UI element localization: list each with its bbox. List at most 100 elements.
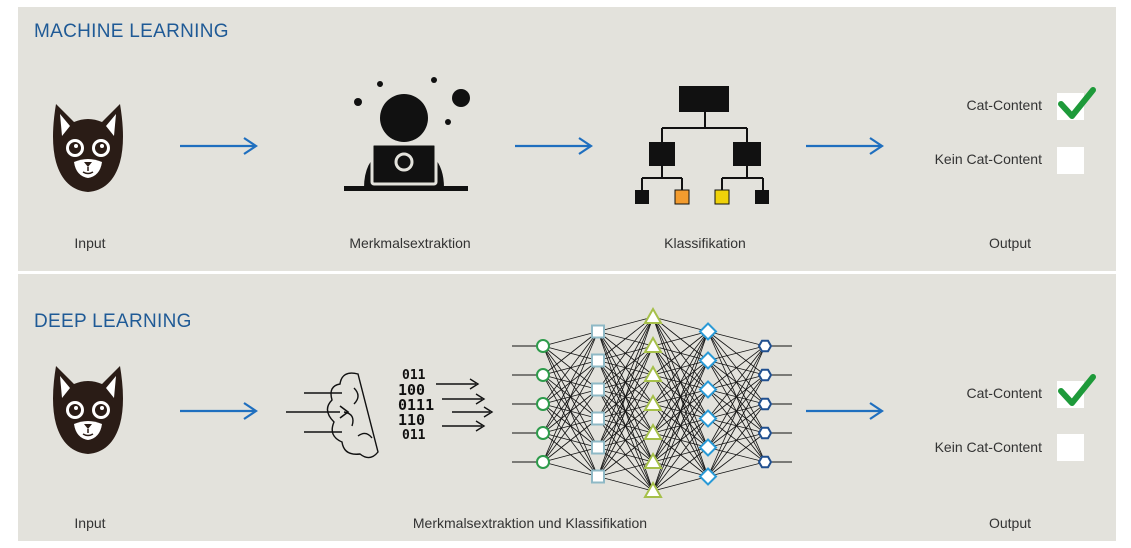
dl-output-negative-box bbox=[1057, 434, 1084, 461]
ml-output-label: Output bbox=[988, 235, 1032, 251]
ml-output-negative-box bbox=[1057, 147, 1084, 174]
checkmark-icon bbox=[1058, 87, 1096, 119]
network-connection bbox=[542, 360, 599, 463]
network-connection bbox=[597, 345, 654, 477]
network-node bbox=[698, 322, 718, 341]
cat-face-icon bbox=[53, 104, 123, 192]
network-node bbox=[757, 368, 773, 382]
network-node bbox=[757, 339, 773, 353]
network-node bbox=[643, 422, 663, 440]
cat-face-icon bbox=[53, 366, 123, 454]
network-node bbox=[536, 339, 550, 353]
network-connection bbox=[542, 389, 599, 463]
dl-input-label: Input bbox=[74, 515, 106, 531]
network-node bbox=[643, 335, 663, 353]
network-connection bbox=[652, 418, 709, 492]
network-connection bbox=[597, 316, 654, 477]
ml-features-label: Merkmalsextraktion bbox=[349, 235, 471, 251]
network-connection bbox=[597, 316, 654, 419]
network-connection bbox=[652, 331, 709, 405]
network-node bbox=[536, 455, 550, 469]
network-connection bbox=[597, 316, 654, 390]
decision-tree-icon bbox=[635, 86, 769, 205]
network-connection bbox=[542, 331, 599, 376]
binary-row: 011 bbox=[402, 368, 426, 383]
arrow-icon bbox=[806, 402, 884, 420]
network-node bbox=[643, 393, 663, 411]
network-connection bbox=[707, 432, 766, 477]
network-connection bbox=[652, 331, 709, 347]
network-connection bbox=[652, 360, 709, 492]
network-node bbox=[698, 438, 718, 457]
network-connection bbox=[597, 403, 654, 477]
binary-code-block: 011 100 0111 110 011 bbox=[398, 368, 468, 443]
network-connection bbox=[652, 331, 709, 376]
arrow-icon bbox=[180, 402, 258, 420]
ml-title: MACHINE LEARNING bbox=[34, 21, 229, 42]
network-node bbox=[591, 353, 605, 368]
binary-row: 110 bbox=[398, 411, 426, 429]
network-connection bbox=[542, 331, 599, 405]
network-connection bbox=[542, 331, 599, 434]
network-connection bbox=[652, 476, 709, 492]
network-node bbox=[591, 324, 605, 339]
network-connection bbox=[652, 316, 709, 332]
network-node bbox=[757, 426, 773, 440]
network-connection bbox=[652, 389, 709, 492]
network-connection bbox=[597, 316, 654, 361]
network-node bbox=[643, 364, 663, 382]
network-connection bbox=[707, 345, 766, 361]
network-connection bbox=[707, 461, 766, 477]
network-connection bbox=[597, 461, 654, 477]
network-node bbox=[536, 397, 550, 411]
ml-classification-label: Klassifikation bbox=[664, 235, 746, 251]
ml-output-positive-label: Cat-Content bbox=[966, 97, 1042, 113]
neural-network-icon bbox=[512, 306, 792, 498]
dl-title: DEEP LEARNING bbox=[34, 311, 192, 332]
network-connection bbox=[542, 447, 599, 463]
network-node bbox=[757, 455, 773, 469]
network-connection bbox=[707, 345, 766, 390]
binary-row: 100 bbox=[398, 381, 426, 399]
network-node bbox=[591, 382, 605, 397]
network-node bbox=[757, 397, 773, 411]
network-connection bbox=[597, 316, 654, 332]
network-connection bbox=[542, 461, 599, 477]
network-node bbox=[536, 368, 550, 382]
network-node bbox=[591, 411, 605, 426]
dl-output-negative-label: Kein Cat-Content bbox=[934, 439, 1042, 455]
network-node bbox=[591, 440, 605, 455]
person-laptop-icon bbox=[344, 77, 470, 191]
network-connection bbox=[597, 476, 654, 492]
arrow-icon bbox=[180, 137, 258, 155]
ml-output-negative-label: Kein Cat-Content bbox=[934, 151, 1042, 167]
brain-binary-icon bbox=[286, 372, 494, 459]
network-connection bbox=[652, 447, 709, 492]
network-node bbox=[591, 469, 605, 484]
arrow-icon bbox=[515, 137, 593, 155]
binary-row: 011 bbox=[402, 428, 426, 443]
network-connection bbox=[707, 403, 766, 477]
network-connection bbox=[652, 331, 709, 463]
network-connection bbox=[707, 345, 766, 448]
network-connection bbox=[597, 316, 654, 448]
network-node bbox=[698, 467, 718, 486]
network-connection bbox=[707, 374, 766, 477]
network-connection bbox=[707, 345, 766, 419]
network-node bbox=[643, 480, 663, 498]
network-node bbox=[643, 306, 663, 324]
network-connection bbox=[707, 331, 766, 347]
network-connection bbox=[652, 331, 709, 492]
network-connection bbox=[652, 331, 709, 434]
network-node bbox=[698, 380, 718, 399]
network-connection bbox=[597, 432, 654, 477]
network-connection bbox=[707, 345, 766, 477]
checkmark-icon bbox=[1058, 374, 1096, 406]
network-connection bbox=[542, 418, 599, 463]
dl-features-label: Merkmalsextraktion und Klassifikation bbox=[412, 515, 648, 531]
network-node bbox=[536, 426, 550, 440]
network-node bbox=[698, 351, 718, 370]
arrow-icon bbox=[806, 137, 884, 155]
network-connection bbox=[542, 331, 599, 347]
